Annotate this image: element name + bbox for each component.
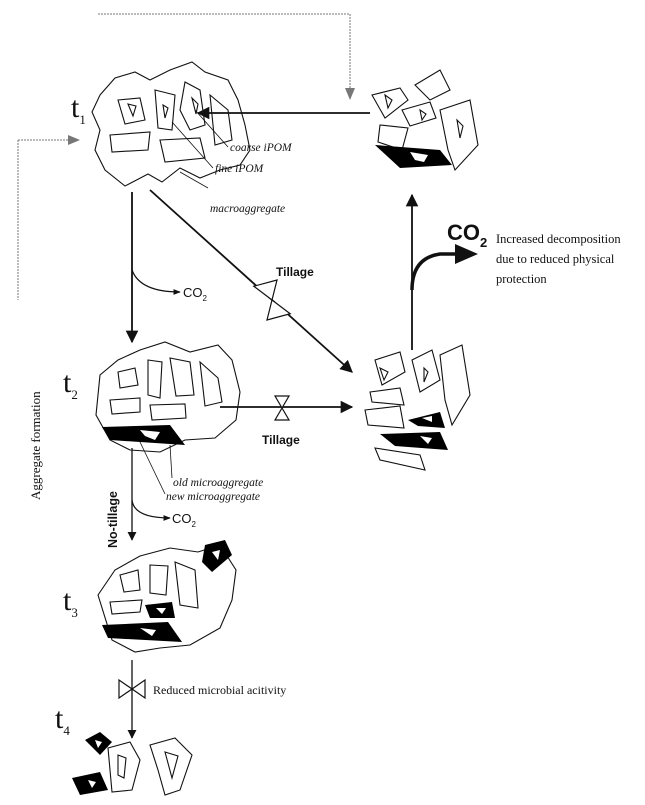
label-aggregate-formation: Aggregate formation [28,391,43,500]
svg-text:protection: protection [496,272,547,286]
label-fine-ipom: fine iPOM [215,163,265,175]
feedback-loop [18,14,350,300]
svg-text:Increased decomposition: Increased decomposition [496,232,621,246]
microaggregates-t3 [102,540,232,642]
tillage-valve-horizontal [275,396,289,420]
arrow-t1-diagonal-tillage [150,190,352,372]
label-coarse-ipom: coarse iPOM [230,142,293,154]
stage-label-t3: t3 [63,584,78,620]
microaggregates-t4 [72,732,112,795]
label-old-microaggregate: old microaggregate [173,477,263,489]
co2-big-arrowhead [455,244,478,264]
decomposition-text: Increased decomposition due to reduced p… [496,232,621,286]
feedback-arrowhead-left [68,135,80,145]
broken-aggregate-middle-right [365,345,470,470]
label-tillage-horizontal: Tillage [262,433,300,447]
co2-big-arrow [412,254,460,290]
label-new-microaggregate: new microaggregate [166,491,260,503]
fragments-t4 [108,738,192,795]
label-macroaggregate: macroaggregate [210,203,285,215]
microaggregate-top-right [375,145,452,168]
co2-label-big: CO2 [447,220,487,250]
svg-text:due to reduced physical: due to reduced physical [496,252,615,266]
co2-label-t1: CO2 [183,285,208,303]
t2-leaders [140,442,172,494]
feedback-arrowhead-top [345,88,355,100]
label-tillage-diagonal: Tillage [276,265,314,279]
label-no-tillage: No-tillage [106,491,120,548]
t1-leaders [172,110,228,188]
microaggregate-middle-right [380,412,448,450]
stage-label-t2: t2 [63,366,78,402]
tillage-valve-diagonal [254,279,290,321]
stage-label-t1: t1 [71,91,86,127]
co2-label-t2: CO2 [172,511,197,529]
label-reduced-microbial: Reduced microbial acitivity [153,683,286,697]
stage-label-t4: t4 [55,702,70,738]
